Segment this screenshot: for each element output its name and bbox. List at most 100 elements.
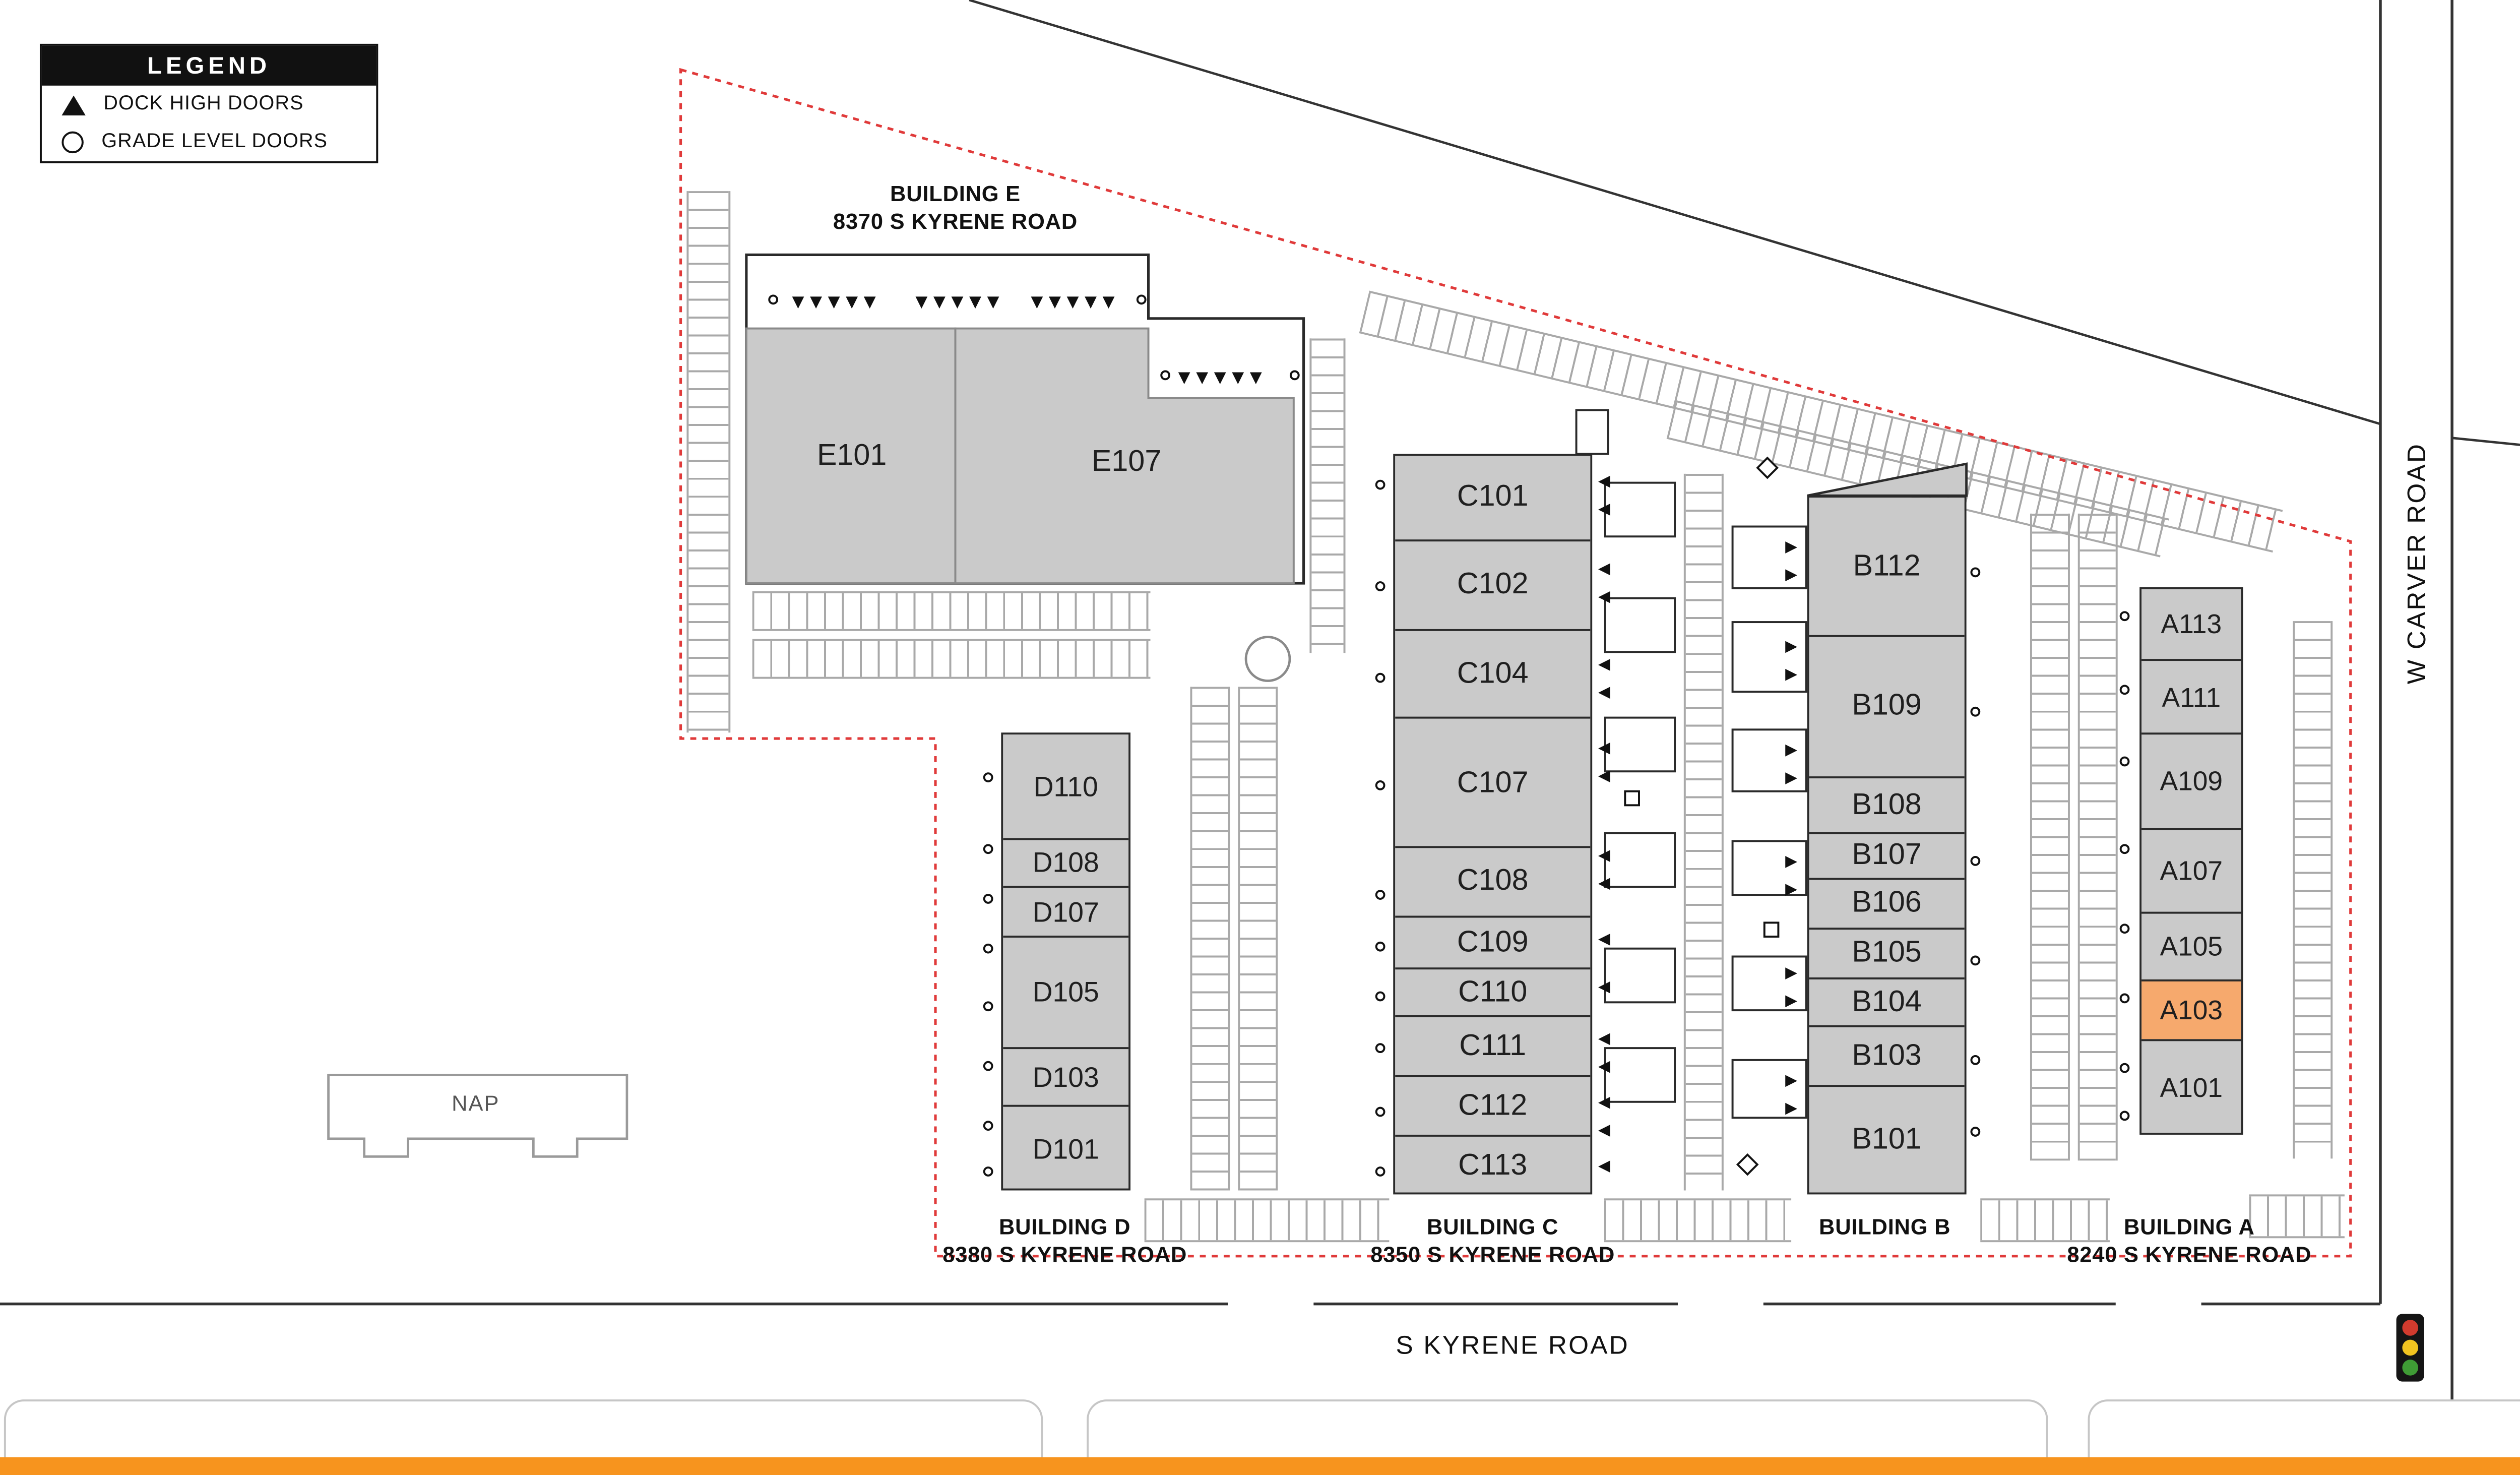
dock-high-door-icon [846,296,858,309]
office-box [1604,947,1676,1004]
building-e-label: BUILDING E 8370 S KYRENE ROAD [833,181,1078,238]
grade-level-door-icon [1970,856,1981,866]
unit-B104[interactable]: B104 [1809,976,1965,1026]
dock-high-door-icon [1049,296,1061,309]
dock-high-door-icon [1085,296,1097,309]
utility-box-icon [1624,790,1640,807]
parking-row [2249,1194,2345,1239]
dock-high-door-icon [1785,641,1797,653]
dock-high-door-icon [1214,372,1226,385]
dock-high-door-icon [1598,591,1610,603]
unit-A113[interactable]: A113 [2141,589,2241,659]
dock-high-door-icon [1178,372,1190,385]
unit-D105[interactable]: D105 [1003,936,1129,1047]
roundabout [1244,636,1291,682]
unit-A103[interactable]: A103 [2141,978,2241,1040]
unit-C102[interactable]: C102 [1395,539,1591,628]
unit-C113[interactable]: C113 [1395,1135,1591,1193]
unit-C104[interactable]: C104 [1395,628,1591,717]
dock-high-door-icon [1598,1033,1610,1046]
unit-D110[interactable]: D110 [1003,734,1129,837]
dock-high-door-icon [1196,372,1209,385]
unit-E101[interactable]: E101 [816,439,887,473]
dock-high-door-icon [1785,884,1797,896]
traffic-light-yellow [2402,1339,2419,1356]
grade-level-door-icon [1375,890,1385,900]
grade-level-door-icon [983,1166,993,1177]
parking-row [1238,687,1278,1191]
unit-e101-shape [745,327,957,585]
grade-level-door-icon [1375,941,1385,952]
unit-D107[interactable]: D107 [1003,886,1129,936]
parking-row [1980,1198,2110,1243]
office-box [1731,728,1807,792]
dock-high-door-icon [1785,772,1797,784]
unit-D108[interactable]: D108 [1003,837,1129,887]
unit-B103[interactable]: B103 [1809,1026,1965,1086]
unit-E107[interactable]: E107 [1091,445,1162,479]
grade-level-door-icon [2119,611,2130,622]
unit-C109[interactable]: C109 [1395,915,1591,967]
dock-high-door-icon [1598,563,1610,576]
dock-high-door-icon [1598,1160,1610,1173]
unit-A101[interactable]: A101 [2141,1039,2241,1133]
dock-high-door-icon [1598,1061,1610,1073]
unit-A109[interactable]: A109 [2141,733,2241,829]
dock-high-door-icon [61,94,86,115]
grade-level-door-icon [1375,1166,1385,1177]
grade-level-door-icon [1160,370,1171,381]
building-name: BUILDING D [999,1216,1131,1241]
dock-high-door-icon [1785,856,1797,868]
dock-high-door-icon [810,296,822,309]
unit-B109[interactable]: B109 [1809,634,1965,777]
unit-B101[interactable]: B101 [1809,1085,1965,1193]
office-box [1604,481,1676,538]
unit-B112[interactable]: B112 [1809,498,1965,635]
parking-row [2030,513,2070,1161]
dock-high-door-icon [1785,1102,1797,1115]
parking-row [1309,338,1346,653]
unit-A105[interactable]: A105 [2141,911,2241,979]
dock-high-door-icon [1031,296,1043,309]
unit-B105[interactable]: B105 [1809,927,1965,977]
accent-bar [0,1457,2520,1475]
grade-level-door-icon [1970,706,1981,717]
unit-B106[interactable]: B106 [1809,878,1965,928]
unit-C101[interactable]: C101 [1395,456,1591,539]
building-address: 8380 S KYRENE ROAD [942,1245,1187,1269]
unit-C108[interactable]: C108 [1395,845,1591,915]
dock-high-door-icon [1598,475,1610,488]
unit-C112[interactable]: C112 [1395,1075,1591,1135]
grade-level-door-icon [983,894,993,904]
grade-level-door-icon [2119,924,2130,934]
parking-row [1190,687,1230,1191]
grade-level-door-icon [1970,1127,1981,1137]
building-name: BUILDING B [1819,1216,1951,1241]
unit-C107[interactable]: C107 [1395,717,1591,846]
unit-D103[interactable]: D103 [1003,1046,1129,1106]
unit-A111[interactable]: A111 [2141,658,2241,734]
dock-high-door-icon [1598,687,1610,699]
grade-level-door-icon [2119,1063,2130,1073]
building-name: BUILDING E [890,183,1021,207]
grade-level-door-icon [1970,955,1981,966]
unit-C111[interactable]: C111 [1395,1016,1591,1076]
unit-A107[interactable]: A107 [2141,828,2241,911]
legend-item-grade-level: GRADE LEVEL DOORS [42,124,376,161]
grade-level-door-icon [983,943,993,954]
nap-label-left: NAP [452,1092,500,1117]
w-carver-road-label: W CARVER ROAD [2401,442,2431,685]
unit-C110[interactable]: C110 [1395,966,1591,1016]
grade-level-door-icon [61,131,84,154]
unit-B107[interactable]: B107 [1809,832,1965,878]
unit-D101[interactable]: D101 [1003,1105,1129,1189]
grade-level-door-icon [2119,685,2130,695]
grade-level-door-icon [1970,1055,1981,1065]
building-d-label: BUILDING D 8380 S KYRENE ROAD [942,1214,1187,1271]
grade-level-door-icon [2119,756,2130,767]
dock-high-door-icon [1249,372,1262,385]
unit-B108[interactable]: B108 [1809,776,1965,832]
grade-level-door-icon [1375,479,1385,490]
